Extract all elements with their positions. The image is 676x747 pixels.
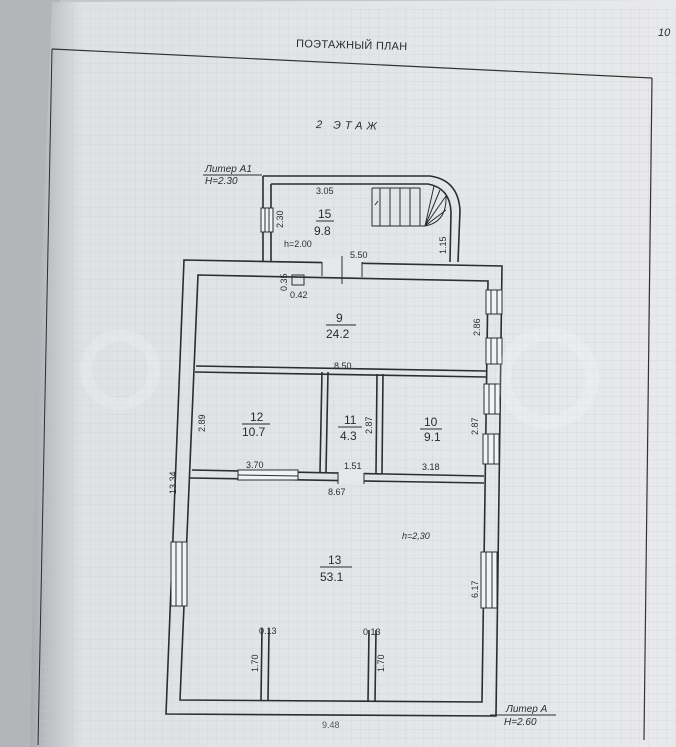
annex-dim-width: 3.05 — [316, 186, 334, 196]
liter-a1-height: Н=2.30 — [205, 176, 238, 187]
room-9-area: 24.2 — [326, 327, 350, 341]
window-room-10-b — [482, 433, 500, 465]
room-12-area: 10.7 — [242, 425, 266, 439]
room-12-number: 12 — [250, 410, 264, 424]
annex-dim-right: 1.15 — [438, 236, 448, 254]
dim-room-9-height: 2.86 — [472, 318, 482, 336]
dim-room-10-height: 2.87 — [470, 417, 480, 435]
dim-partition-left-thickness: 0.13 — [259, 626, 277, 636]
dim-partition-left-length: 1.70 — [250, 654, 260, 672]
dim-room-11-width: 1.51 — [344, 461, 362, 471]
dim-room-12-height: 2.89 — [197, 414, 207, 432]
opening-room-11-to-13 — [337, 470, 365, 484]
room-13-area: 53.1 — [320, 570, 344, 584]
window-room-13-right — [480, 551, 498, 609]
room-15-number: 15 — [318, 207, 332, 221]
frame-line-left — [37, 48, 53, 746]
room-11-area: 4.3 — [340, 429, 357, 443]
door-annex-to-room-9 — [321, 256, 363, 284]
room-11: 11 4.3 — [338, 413, 362, 443]
annex-dim-height-left: 2.30 — [275, 210, 285, 228]
dim-chimney-width: 0.42 — [290, 290, 308, 300]
room-13: 13 53.1 — [320, 553, 352, 584]
liter-a-name: Литер А — [505, 704, 548, 715]
dim-partition-right-length: 1.70 — [376, 654, 386, 672]
dim-room-9-width: 8.50 — [334, 361, 352, 371]
annex-window — [260, 207, 274, 233]
chimney-icon — [291, 274, 305, 286]
dim-partition-right-thickness: 0.13 — [363, 627, 381, 637]
grid-paper — [36, 6, 676, 747]
room-11-number: 11 — [344, 413, 357, 427]
frame-line-right — [643, 77, 653, 741]
annex-ceiling-height: h=2.00 — [284, 239, 312, 249]
window-room-9-a — [485, 289, 503, 315]
room-15: 15 9.8 — [314, 207, 334, 238]
window-room-13-left — [170, 541, 188, 607]
dim-room-11-height: 2.87 — [364, 416, 374, 434]
floor-label: 2 ЭТАЖ — [315, 119, 381, 133]
dim-building-width: 9.48 — [322, 720, 340, 730]
sheet-title: ПОЭТАЖНЫЙ ПЛАН — [296, 37, 408, 53]
window-room-10-a — [483, 383, 501, 415]
liter-a-height: Н=2.60 — [504, 717, 537, 728]
room-15-area: 9.8 — [314, 224, 331, 238]
page-number: 10 — [658, 27, 671, 39]
frame-line-top — [51, 48, 653, 79]
dim-building-height: 13.34 — [168, 471, 178, 494]
staircase-icon — [371, 185, 447, 227]
room-9: 9 24.2 — [326, 311, 356, 341]
room-9-number: 9 — [336, 311, 343, 325]
room-13-number: 13 — [328, 553, 342, 567]
room-12: 12 10.7 — [242, 410, 270, 439]
room-10-number: 10 — [424, 415, 438, 429]
room-13-ceiling-height: h=2,30 — [402, 531, 430, 541]
liter-a1-name: Литер А1 — [204, 164, 252, 175]
dim-top-wall: 5.50 — [350, 250, 368, 260]
dim-room-12-width: 3.70 — [246, 460, 264, 470]
dim-chimney-depth: 0.35 — [279, 273, 289, 291]
window-room-9-b — [485, 337, 503, 365]
watermark-logo — [80, 327, 599, 429]
dim-room-10-width: 3.18 — [422, 462, 440, 472]
opening-room-12-to-13 — [237, 469, 299, 481]
dim-room-13-height: 6.17 — [470, 580, 480, 598]
dim-room-13-width: 8.67 — [328, 487, 346, 497]
room-10-area: 9.1 — [424, 430, 441, 444]
room-10: 10 9.1 — [420, 415, 442, 444]
